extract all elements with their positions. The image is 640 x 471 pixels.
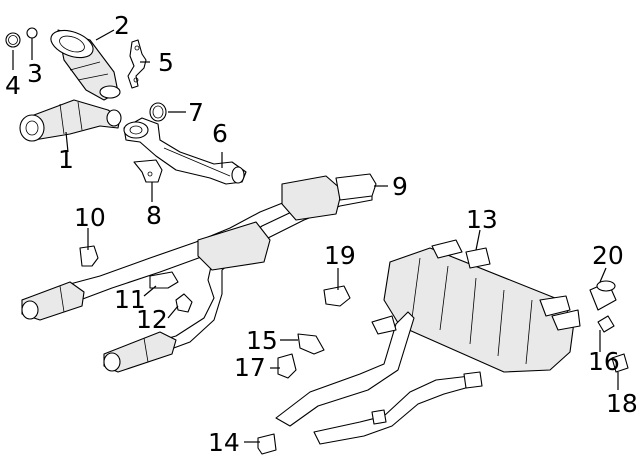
- part-11-bracket[interactable]: [149, 271, 179, 289]
- callout-11: 11: [114, 285, 146, 314]
- callout-13: 13: [466, 205, 498, 234]
- part-8-bracket[interactable]: [133, 159, 163, 183]
- part-2-catalytic-converter[interactable]: [47, 25, 121, 101]
- part-12-hanger[interactable]: [175, 293, 193, 313]
- part-10-hanger[interactable]: [79, 245, 99, 267]
- callout-19: 19: [324, 241, 356, 270]
- callout-6: 6: [212, 119, 228, 148]
- part-15-bracket[interactable]: [297, 333, 325, 355]
- callout-17: 17: [234, 353, 266, 382]
- callout-1: 1: [58, 145, 74, 174]
- part-3-gasket[interactable]: [26, 27, 38, 39]
- part-9-intermediate-pipe[interactable]: [21, 173, 377, 373]
- callout-12: 12: [136, 305, 168, 334]
- part-20-tailpipe-tip[interactable]: [589, 280, 617, 311]
- callout-14: 14: [208, 428, 240, 457]
- part-6-front-pipe[interactable]: [123, 117, 247, 185]
- part-4-ring-gasket[interactable]: [5, 32, 21, 48]
- callout-15: 15: [246, 326, 278, 355]
- callout-16: 16: [588, 347, 620, 376]
- callout-2: 2: [114, 11, 130, 40]
- part-16-bracket[interactable]: [597, 315, 615, 333]
- part-17-hanger[interactable]: [277, 353, 297, 379]
- callout-9: 9: [392, 172, 408, 201]
- callout-20: 20: [592, 241, 624, 270]
- callout-8: 8: [146, 201, 162, 230]
- part-18-hanger[interactable]: [611, 353, 629, 373]
- callout-3: 3: [27, 59, 43, 88]
- part-19-hanger[interactable]: [323, 285, 351, 307]
- callout-7: 7: [188, 98, 204, 127]
- part-5-bracket[interactable]: [127, 39, 147, 89]
- leader-lines: [12, 29, 619, 443]
- callout-5: 5: [158, 48, 174, 77]
- callout-18: 18: [606, 389, 638, 418]
- part-1-catalytic-converter[interactable]: [19, 99, 122, 142]
- callout-10: 10: [74, 203, 106, 232]
- callout-labels: 1 2 3 4 5 6 7 8 9 10 11 12 13 14 15 16 1…: [5, 11, 638, 457]
- part-7-gasket[interactable]: [149, 102, 167, 122]
- part-13-rear-muffler[interactable]: [275, 239, 581, 445]
- callout-4: 4: [5, 71, 21, 100]
- part-14-clamp[interactable]: [257, 433, 277, 455]
